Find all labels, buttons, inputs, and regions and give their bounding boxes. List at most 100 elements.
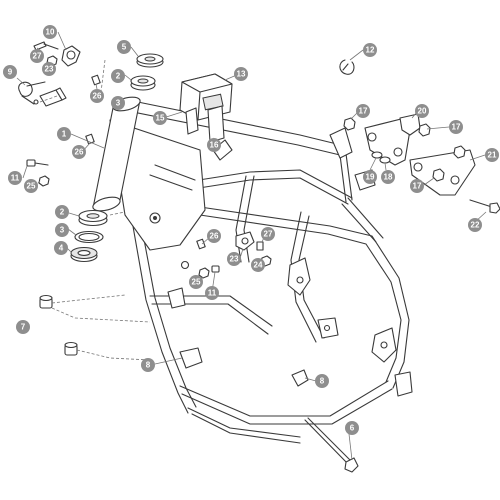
leader-lines (16, 31, 487, 461)
svg-text:1: 1 (62, 130, 67, 139)
long-bolt-6 (304, 417, 359, 473)
svg-text:27: 27 (264, 230, 273, 239)
lower-bearing-2 (78, 209, 108, 227)
bolt-22 (469, 199, 500, 214)
bolt-26-center (196, 238, 206, 250)
svg-text:6: 6 (350, 424, 355, 433)
callout-15: 15 (153, 111, 167, 125)
svg-text:17: 17 (359, 107, 368, 116)
nut-25-left (38, 175, 50, 187)
callout-27b: 27 (261, 227, 275, 241)
svg-text:17: 17 (413, 182, 422, 191)
rubber-block (39, 87, 67, 107)
callout-7: 7 (16, 320, 30, 334)
svg-text:11: 11 (11, 174, 20, 183)
svg-text:22: 22 (471, 221, 480, 230)
svg-text:10: 10 (46, 28, 55, 37)
callout-23b: 23 (227, 252, 241, 266)
seal-ring-3 (74, 230, 104, 244)
callout-26c: 26 (207, 229, 221, 243)
spring-clip-12 (339, 59, 355, 75)
svg-text:27: 27 (33, 52, 42, 61)
svg-text:8: 8 (146, 361, 151, 370)
callout-18: 18 (381, 170, 395, 184)
callout-22: 22 (468, 218, 482, 232)
svg-text:18: 18 (384, 173, 393, 182)
bolt-26-top (91, 74, 101, 86)
svg-text:24: 24 (254, 261, 263, 270)
callout-2b: 2 (55, 205, 69, 219)
svg-text:19: 19 (366, 173, 375, 182)
nut-17a (343, 117, 356, 131)
callout-6: 6 (345, 421, 359, 435)
callout-26: 26 (90, 89, 104, 103)
svg-text:4: 4 (59, 244, 64, 253)
svg-text:15: 15 (156, 114, 165, 123)
callouts: 10 27 9 23 5 2 26 3 13 12 1 15 16 26 11 … (3, 25, 499, 435)
callout-16: 16 (207, 138, 221, 152)
bolt-11-left (26, 159, 49, 167)
nut-17b (418, 123, 431, 137)
svg-text:21: 21 (488, 151, 497, 160)
bracket-8-right (291, 369, 309, 387)
washer-18 (379, 156, 391, 164)
callout-24: 24 (251, 258, 265, 272)
callout-20: 20 (415, 104, 429, 118)
svg-text:25: 25 (27, 182, 36, 191)
callout-25b: 25 (189, 275, 203, 289)
svg-text:23: 23 (230, 255, 239, 264)
svg-text:9: 9 (8, 68, 13, 77)
bolt-11-center (211, 265, 220, 273)
svg-text:7: 7 (21, 323, 26, 332)
upper-bearing-5 (136, 53, 164, 68)
callout-11b: 11 (205, 286, 219, 300)
upper-bearing-2 (130, 75, 156, 91)
callout-17b: 17 (449, 120, 463, 134)
clamp-bracket-10 (61, 45, 81, 67)
callout-27: 27 (30, 49, 44, 63)
callout-10: 10 (43, 25, 57, 39)
svg-text:11: 11 (208, 289, 217, 298)
washer-19 (371, 151, 383, 159)
wire-clip-9 (18, 81, 46, 105)
callout-9: 9 (3, 65, 17, 79)
callout-19: 19 (363, 170, 377, 184)
callout-11: 11 (8, 171, 22, 185)
callout-26b: 26 (72, 145, 86, 159)
svg-text:13: 13 (237, 70, 246, 79)
callout-8a: 8 (141, 358, 155, 372)
nut-17c (432, 168, 445, 182)
svg-text:16: 16 (210, 141, 219, 150)
callout-5: 5 (117, 40, 131, 54)
callout-17c: 17 (410, 179, 424, 193)
callout-4: 4 (54, 241, 68, 255)
svg-text:26: 26 (75, 148, 84, 157)
svg-text:8: 8 (320, 377, 325, 386)
callout-1: 1 (57, 127, 71, 141)
bushing-7-lower (64, 341, 78, 356)
callout-17a: 17 (356, 104, 370, 118)
bolt-27-center (256, 241, 264, 251)
svg-text:26: 26 (210, 232, 219, 241)
callout-3: 3 (111, 96, 125, 110)
callout-2: 2 (111, 69, 125, 83)
svg-text:5: 5 (122, 43, 127, 52)
callout-25: 25 (24, 179, 38, 193)
svg-text:25: 25 (192, 278, 201, 287)
svg-text:17: 17 (452, 123, 461, 132)
clamp-23-center (235, 231, 255, 251)
callout-12: 12 (363, 43, 377, 57)
svg-text:12: 12 (366, 46, 375, 55)
dust-seal-4 (70, 247, 98, 263)
callout-8b: 8 (315, 374, 329, 388)
callout-23: 23 (42, 62, 56, 76)
svg-text:2: 2 (116, 72, 121, 81)
svg-text:23: 23 (45, 65, 54, 74)
svg-text:20: 20 (418, 107, 427, 116)
callout-13: 13 (234, 67, 248, 81)
svg-text:3: 3 (116, 99, 121, 108)
svg-text:2: 2 (60, 208, 65, 217)
callout-21: 21 (485, 148, 499, 162)
callout-3b: 3 (55, 223, 69, 237)
